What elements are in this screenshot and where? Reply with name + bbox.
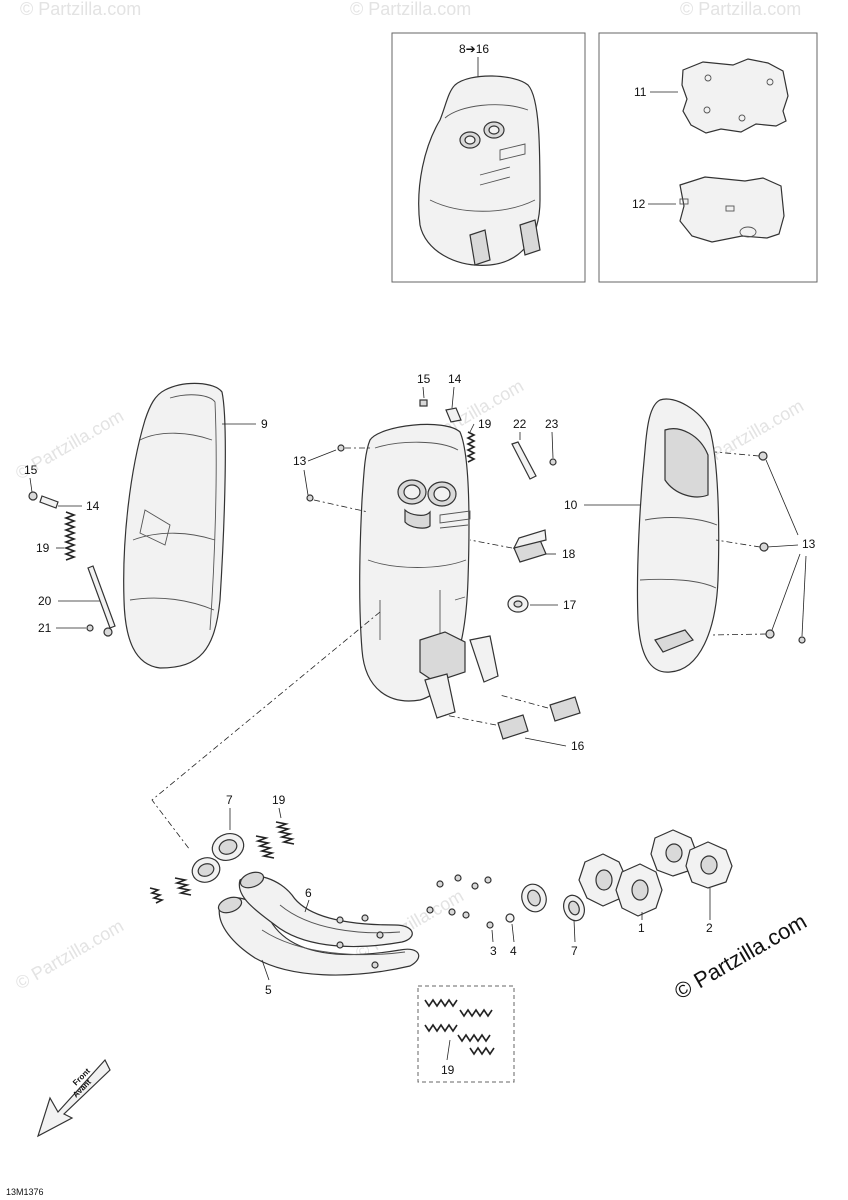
callout-21: 21: [38, 621, 52, 635]
callout-1: 1: [638, 921, 645, 935]
callout-12: 12: [632, 197, 646, 211]
flange-group: 3 4 7 1 2: [426, 829, 733, 958]
muffler-assembly-illustration: [418, 75, 541, 266]
callout-6: 6: [305, 886, 312, 900]
rod-22: [511, 441, 537, 480]
grommet-13: [759, 542, 769, 552]
heat-shield-9: 9: [123, 382, 268, 669]
exhaust-pipes: 6 5: [217, 871, 420, 997]
watermark-text: © Partzilla.com: [20, 0, 141, 19]
front-arrow-icon: [36, 1058, 111, 1138]
spring: [174, 877, 192, 896]
callout-3: 3: [490, 944, 497, 958]
callout-22: 22: [513, 417, 527, 431]
callout-15: 15: [24, 463, 38, 477]
callout-assembly: 8➔16: [459, 42, 489, 56]
drawing-code: 13M1376: [6, 1187, 44, 1197]
header-pipe-6: [238, 875, 413, 948]
nut-23: [549, 458, 557, 466]
callout-4: 4: [510, 944, 517, 958]
spring-19: [466, 431, 476, 463]
callout-19: 19: [272, 793, 286, 807]
left-spring-group: 15 14 19 20 21: [24, 463, 116, 637]
spring-19: [275, 821, 295, 845]
spring: [149, 887, 165, 904]
pipe-seals-and-springs: 7 19: [149, 793, 295, 904]
damper-16: [497, 714, 529, 740]
callout-23: 23: [545, 417, 559, 431]
spring: [255, 835, 275, 859]
grommet-13: [765, 629, 775, 639]
callout-10: 10: [564, 498, 578, 512]
callout-19: 19: [478, 417, 492, 431]
callout-5: 5: [265, 983, 272, 997]
grommet-13: [337, 444, 345, 452]
washer-21: [103, 627, 113, 637]
main-muffler-callouts: 13 15 14 19 22 23 18 17 16: [293, 372, 585, 753]
callout-7: 7: [571, 944, 578, 958]
watermark-text: © Partzilla.com: [350, 0, 471, 19]
rod-20: [87, 565, 116, 629]
callout-2: 2: [706, 921, 713, 935]
clip-15: [28, 491, 38, 501]
callout-13: 13: [802, 537, 816, 551]
front-direction-arrow: Front Avant: [36, 1058, 111, 1138]
heat-shield-10: 10 13: [564, 398, 816, 673]
bracket-14: [445, 407, 462, 423]
spring-19: [63, 511, 77, 561]
grommet-13: [758, 451, 768, 461]
watermark-text: © Partzilla.com: [12, 915, 127, 993]
damper-16: [549, 696, 581, 722]
callout-18: 18: [562, 547, 576, 561]
inset-muffler-assembly: 8➔16: [391, 32, 586, 283]
bracket-14: [39, 495, 59, 509]
inset-gaskets: 11 12: [598, 32, 818, 283]
callout-14: 14: [86, 499, 100, 513]
callout-7: 7: [226, 793, 233, 807]
main-muffler: [359, 423, 499, 719]
nut-21: [86, 624, 94, 632]
callout-11: 11: [634, 85, 647, 99]
callout-17: 17: [563, 598, 577, 612]
assembly-path: [151, 611, 381, 851]
gasket-11: [681, 58, 789, 134]
clip-15: [419, 399, 428, 407]
brand-watermark: © Partzilla.com: [670, 909, 811, 1005]
gasket-12: [679, 176, 785, 243]
callout-13: 13: [293, 454, 307, 468]
callout-9: 9: [261, 417, 268, 431]
callout-14: 14: [448, 372, 462, 386]
callout-19: 19: [36, 541, 50, 555]
spring-kit-box: 19: [417, 985, 515, 1083]
watermark-text: © Partzilla.com: [680, 0, 801, 19]
callout-16: 16: [571, 739, 585, 753]
grommet-13: [798, 636, 806, 644]
callout-15: 15: [417, 372, 431, 386]
callout-19: 19: [441, 1063, 455, 1077]
callout-20: 20: [38, 594, 52, 608]
grommet-13: [306, 494, 314, 502]
